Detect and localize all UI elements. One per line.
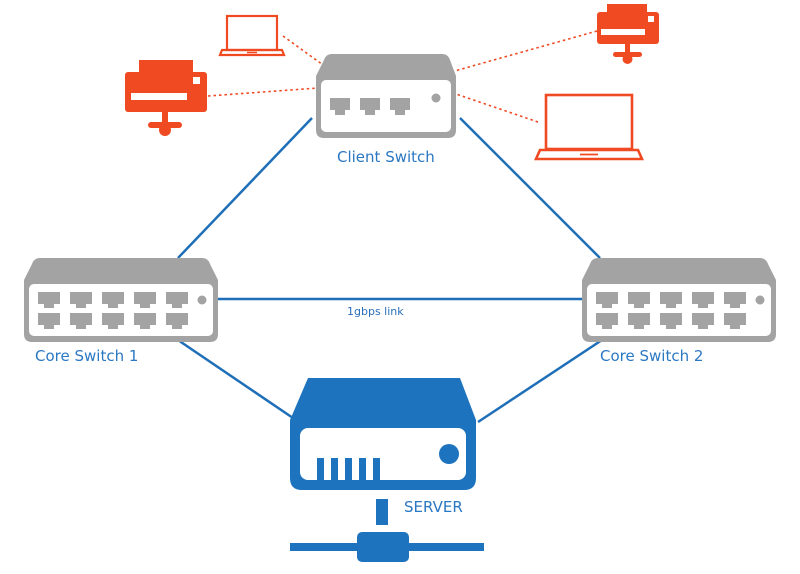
client-links	[207, 30, 598, 123]
client-switch-label: Client Switch	[337, 148, 435, 166]
link-core1-server	[174, 336, 294, 420]
network-node-icon	[290, 499, 484, 562]
laptop-icon-small	[218, 14, 286, 57]
link-printer-right	[450, 30, 598, 73]
server-icon	[290, 378, 476, 490]
core-switch-1-icon	[24, 258, 218, 342]
link-laptop-large	[455, 93, 539, 123]
link-core2-server	[477, 336, 606, 424]
link-laptop-small	[282, 35, 331, 71]
core-switch-2-label: Core Switch 2	[600, 347, 704, 365]
printer-icon-left	[125, 60, 207, 136]
printer-icon-right	[597, 4, 659, 64]
link-printer-left	[207, 87, 319, 97]
link-client-core2	[459, 117, 601, 259]
core-switch-2-icon	[582, 258, 776, 342]
network-links	[174, 117, 606, 424]
core-switch-1-label: Core Switch 1	[35, 347, 139, 365]
client-switch-icon	[316, 54, 456, 138]
link-speed-label: 1gbps link	[347, 305, 404, 318]
link-core1-client	[177, 117, 313, 259]
server-label: SERVER	[404, 498, 463, 516]
laptop-icon-large	[533, 93, 645, 161]
